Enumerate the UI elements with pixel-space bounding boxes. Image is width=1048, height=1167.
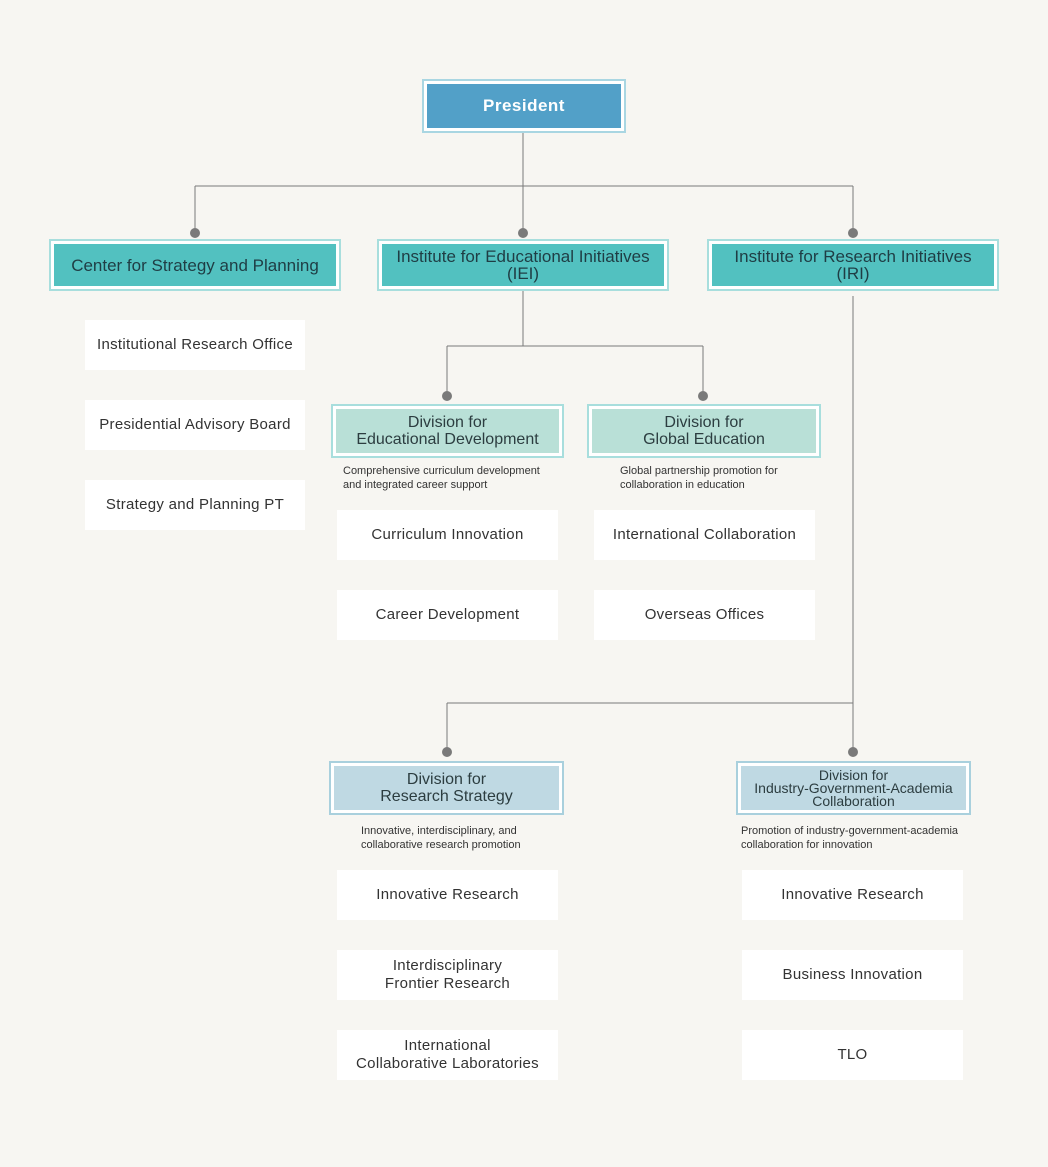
unit-business-innovation: Business Innovation — [742, 950, 963, 1000]
center-for-strategy-and-planning-box: Center for Strategy and Planning — [49, 239, 341, 291]
president-box: President — [422, 79, 626, 133]
division-iga-collaboration-description: Promotion of industry-government-academi… — [741, 825, 959, 851]
unit-career-development: Career Development — [337, 590, 558, 640]
connector-node — [848, 747, 858, 757]
iri-box: Institute for Research Initiatives (IRI) — [707, 239, 999, 291]
csp-label: Center for Strategy and Planning — [71, 255, 319, 275]
unit-strategy-and-planning-pt: Strategy and Planning PT — [85, 480, 305, 530]
unit-curriculum-innovation: Curriculum Innovation — [337, 510, 558, 560]
connector-node — [442, 747, 452, 757]
division-iga-collaboration-box: Division for Industry-Government-Academi… — [736, 761, 971, 815]
connector-node — [698, 391, 708, 401]
connector-node — [518, 228, 528, 238]
unit-interdisciplinary-frontier-research: Interdisciplinary Frontier Research — [337, 950, 558, 1000]
unit-iga-innovative-research: Innovative Research — [742, 870, 963, 920]
unit-innovative-research: Innovative Research — [337, 870, 558, 920]
division-global-education-description: Global partnership promotion for collabo… — [620, 465, 778, 491]
unit-tlo: TLO — [742, 1030, 963, 1080]
division-educational-development-description: Comprehensive curriculum development and… — [343, 465, 540, 491]
unit-presidential-advisory-board: Presidential Advisory Board — [85, 400, 305, 450]
connector-node — [190, 228, 200, 238]
unit-overseas-offices: Overseas Offices — [594, 590, 815, 640]
president-label: President — [483, 96, 565, 115]
division-research-strategy-box: Division for Research Strategy — [329, 761, 564, 815]
connector-node — [848, 228, 858, 238]
division-educational-development-box: Division for Educational Development — [331, 404, 564, 458]
connector-node — [442, 391, 452, 401]
iri-label: Institute for Research Initiatives (IRI) — [734, 247, 972, 283]
unit-international-collaborative-laboratories: International Collaborative Laboratories — [337, 1030, 558, 1080]
division-research-strategy-description: Innovative, interdisciplinary, and colla… — [361, 825, 521, 851]
division-global-education-box: Division for Global Education — [587, 404, 821, 458]
iei-label: Institute for Educational Initiatives (I… — [396, 247, 650, 283]
unit-institutional-research-office: Institutional Research Office — [85, 320, 305, 370]
iei-box: Institute for Educational Initiatives (I… — [377, 239, 669, 291]
unit-international-collaboration: International Collaboration — [594, 510, 815, 560]
